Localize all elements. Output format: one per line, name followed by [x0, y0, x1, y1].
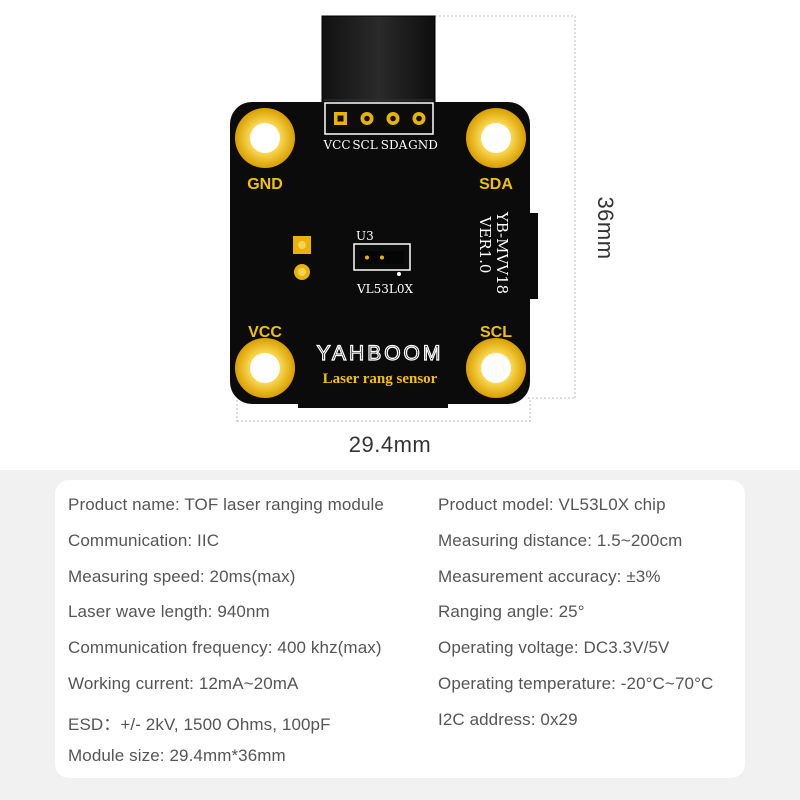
dimension-guides [236, 15, 576, 422]
mounting-pads [235, 108, 526, 398]
spec-working-current: Working current: 12mA~20mA [68, 674, 299, 693]
label-vcc: VCC [248, 324, 282, 341]
spec-i2c-address: I2C address: 0x29 [438, 710, 578, 729]
spec-module-size: Module size: 29.4mm*36mm [68, 746, 286, 765]
sensor-module-illustration: VCC SCL SDA GND GND SDA VCC SCL U3 VL53L… [230, 15, 576, 422]
spec-ranging-angle: Ranging angle: 25° [438, 602, 585, 621]
height-dimension-label: 36mm [593, 196, 618, 260]
spec-communication-frequency: Communication frequency: 400 khz(max) [68, 638, 382, 657]
spec-measurement-accuracy: Measurement accuracy: ±3% [438, 567, 661, 586]
spec-card: Product name: TOF laser ranging module C… [55, 480, 745, 778]
label-scl: SCL [480, 324, 512, 341]
pin-label-sda: SDA [381, 138, 408, 152]
pin-label-gnd: GND [408, 138, 438, 152]
model-label: YB-MVV18 [493, 211, 511, 294]
model-text: YB-MVV18 VER1.0 [476, 211, 511, 294]
header-pin-labels: VCC SCL SDA GND [322, 138, 437, 152]
spec-operating-voltage: Operating voltage: DC3.3V/5V [438, 638, 670, 657]
brand-logo: YAHBOOM [317, 342, 444, 365]
pin-label-vcc: VCC [322, 138, 350, 152]
header-pin-box [324, 102, 434, 135]
spec-operating-temperature: Operating temperature: -20°C~70°C [438, 674, 714, 693]
spec-measuring-distance: Measuring distance: 1.5~200cm [438, 531, 683, 550]
version-label: VER1.0 [476, 216, 494, 274]
vl53l0x-chip: U3 VL53L0X [353, 229, 414, 296]
spec-measuring-speed: Measuring speed: 20ms(max) [68, 567, 296, 586]
board-subtitle: Laser rang sensor [323, 371, 438, 387]
pin-header-connector [321, 15, 436, 113]
chip-name-label: VL53L0X [356, 282, 414, 296]
spec-laser-wavelength: Laser wave length: 940nm [68, 602, 270, 621]
pin-label-scl: SCL [352, 138, 377, 152]
label-gnd: GND [247, 176, 283, 193]
smd-pads [293, 236, 311, 280]
spec-communication: Communication: IIC [68, 531, 220, 550]
chip-ref-label: U3 [356, 229, 374, 243]
spec-product-model: Product model: VL53L0X chip [438, 495, 666, 514]
width-dimension-label: 29.4mm [348, 432, 432, 457]
spec-esd: ESD：+/- 2kV, 1500 Ohms, 100pF [68, 715, 331, 734]
spec-product-name: Product name: TOF laser ranging module [68, 495, 384, 514]
label-sda: SDA [479, 176, 513, 193]
